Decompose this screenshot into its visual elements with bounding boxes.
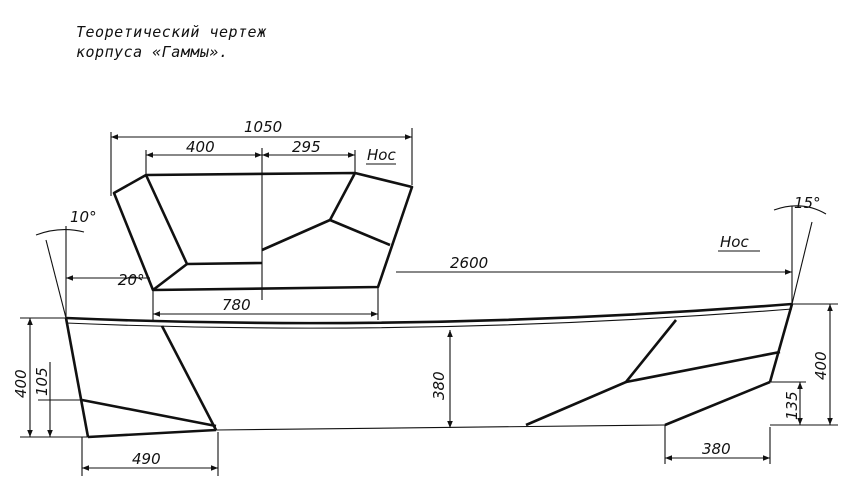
- dim-780-label: 780: [222, 296, 251, 314]
- top-view-chine-stern: [152, 262, 188, 292]
- dim-380-bottom: 380: [664, 425, 771, 464]
- keel-line: [215, 424, 666, 431]
- side-view-bow-label: Нос: [720, 233, 749, 251]
- dim-height-400-right: 400: [770, 303, 838, 426]
- top-view-chine-right: [261, 172, 357, 252]
- dim-400-left-label: 400: [12, 369, 30, 398]
- transom-line: [113, 192, 154, 291]
- stern-transom: [64, 317, 90, 438]
- stern-chine: [160, 325, 218, 431]
- caption-line-1: Теоретический чертеж: [76, 23, 267, 41]
- sheer-line-inner: [65, 308, 793, 329]
- dim-2600-label: 2600: [450, 254, 488, 272]
- dim-400-label: 400: [186, 138, 215, 156]
- angle-20-label: 20°: [118, 271, 145, 289]
- dim-380-bottom-label: 380: [702, 440, 731, 458]
- dim-400-295: 400 295: [145, 138, 356, 300]
- dim-780: 780: [152, 287, 379, 320]
- top-view-outline: [112, 171, 414, 292]
- dim-height-135: 135: [770, 381, 806, 425]
- dim-height-380: 380: [430, 330, 453, 428]
- dim-380-mid-label: 380: [430, 371, 448, 400]
- dim-1050-label: 1050: [244, 118, 282, 136]
- top-view-chine-bow: [329, 218, 391, 247]
- angle-15: 15°: [773, 194, 827, 305]
- angle-15-label: 15°: [794, 194, 821, 212]
- angle-10: 10°: [35, 208, 97, 319]
- top-view-chine-left: [144, 174, 263, 266]
- dim-height-105: 105: [33, 362, 82, 437]
- dim-1050: 1050: [110, 118, 413, 196]
- dim-295-label: 295: [292, 138, 321, 156]
- bow-chine-1: [525, 319, 678, 427]
- top-view-bow-label: Нос: [367, 146, 396, 164]
- stem-lower: [664, 380, 771, 427]
- dim-height-400-left: 400: [12, 317, 88, 438]
- side-view: 10° 15° Нос 2600 400 105: [12, 194, 838, 476]
- angle-20: 20°: [117, 271, 145, 289]
- dim-105-label: 105: [33, 367, 51, 396]
- drawing-caption: Теоретический чертеж корпуса «Гаммы».: [76, 22, 376, 62]
- stern-chine-low: [81, 398, 217, 428]
- dim-490-label: 490: [132, 450, 161, 468]
- keel-stern: [87, 428, 217, 439]
- dim-2600: 2600: [66, 254, 792, 281]
- sheer-line: [65, 302, 793, 325]
- bow-chine-2: [625, 350, 781, 384]
- stem-upper: [768, 303, 794, 383]
- top-view: 1050 400 295 Нос 780 20°: [110, 118, 414, 320]
- caption-line-2: корпуса «Гаммы».: [76, 43, 229, 61]
- dim-400-right-label: 400: [812, 351, 830, 380]
- dim-135-label: 135: [783, 391, 801, 420]
- dim-490: 490: [81, 432, 219, 476]
- angle-10-label: 10°: [70, 208, 97, 226]
